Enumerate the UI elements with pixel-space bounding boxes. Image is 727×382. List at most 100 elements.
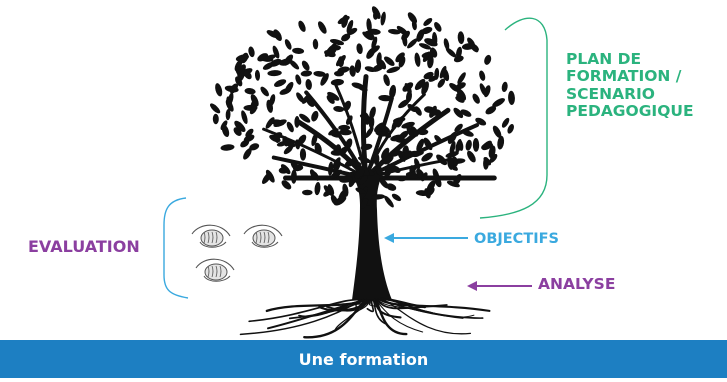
tree-leaf bbox=[299, 113, 311, 123]
tree-leaf bbox=[479, 70, 486, 81]
tree-leaf bbox=[236, 70, 245, 83]
tree-leaf bbox=[360, 143, 373, 151]
tree-leaf bbox=[391, 193, 402, 202]
tree-leaf bbox=[472, 138, 480, 152]
tree-leaf bbox=[432, 32, 438, 46]
tree-branch bbox=[363, 107, 451, 181]
tree-leaf bbox=[347, 27, 358, 36]
tree-leaf bbox=[279, 58, 292, 66]
tree-leaf bbox=[283, 139, 296, 148]
tree-leaf bbox=[369, 106, 376, 120]
plan-label-line: FORMATION / bbox=[566, 67, 682, 86]
tree-leaf bbox=[267, 70, 282, 77]
tree-leaf bbox=[329, 39, 345, 46]
tree-leaf bbox=[345, 115, 353, 125]
tree-leaf bbox=[330, 194, 338, 205]
tree-leaf bbox=[409, 150, 421, 158]
tree-leaf bbox=[314, 182, 321, 196]
tree-leaf bbox=[434, 22, 442, 32]
tree-leaf bbox=[365, 126, 374, 138]
tree-leaf bbox=[292, 47, 305, 54]
tree-leaf bbox=[301, 60, 310, 71]
tree-leaf bbox=[326, 95, 335, 104]
tree-trunk bbox=[350, 172, 392, 300]
tree-leaf bbox=[427, 55, 434, 69]
tree-leaf bbox=[222, 125, 230, 138]
tree-leaf bbox=[356, 43, 363, 55]
tree-leaf bbox=[454, 123, 463, 133]
tree-leaf bbox=[338, 146, 348, 156]
tree-leaf bbox=[426, 187, 435, 197]
tree-leaf bbox=[260, 86, 269, 97]
tree-leaf bbox=[433, 175, 442, 188]
tree-leaf bbox=[337, 56, 345, 68]
footer-title: Une formation bbox=[298, 349, 429, 369]
tree-leaf bbox=[245, 128, 254, 138]
tree-leaf bbox=[386, 66, 401, 74]
tree-leaf bbox=[421, 152, 433, 162]
tree-leaf bbox=[359, 175, 368, 185]
tree-leaf bbox=[483, 157, 489, 170]
tree-leaf bbox=[395, 52, 405, 63]
tree-leaf bbox=[390, 134, 404, 142]
tree-leaf bbox=[396, 115, 404, 128]
evaluation-bracket-icon bbox=[163, 197, 189, 299]
tree-leaf bbox=[384, 195, 394, 208]
tree-leaf bbox=[489, 153, 498, 163]
tree-leaf bbox=[342, 183, 349, 197]
tree-leaf bbox=[358, 156, 371, 164]
tree-leaf bbox=[383, 74, 390, 87]
tree-leaf bbox=[410, 126, 419, 137]
tree-leaf bbox=[397, 175, 410, 182]
tree-leaf bbox=[453, 107, 464, 119]
tree-leaf bbox=[472, 93, 480, 104]
tree-leaf bbox=[344, 158, 356, 168]
tree-leaf bbox=[317, 21, 327, 34]
tree-icon bbox=[209, 6, 515, 300]
tree-leaf bbox=[364, 31, 375, 40]
tree-leaf bbox=[225, 109, 231, 121]
tree-leaf bbox=[263, 54, 277, 61]
tree-leaf bbox=[484, 54, 492, 65]
plan-bracket-icon bbox=[479, 17, 548, 219]
tree-leaf bbox=[266, 30, 279, 39]
tree-leaf bbox=[447, 131, 457, 144]
tree-leaf bbox=[294, 116, 300, 128]
tree-leaf bbox=[349, 65, 356, 77]
tree-leaf bbox=[337, 15, 350, 25]
tree-leaf bbox=[280, 164, 291, 175]
tree-leaf bbox=[283, 145, 294, 155]
evaluation-label: EVALUATION bbox=[28, 237, 140, 256]
tree-leaf bbox=[339, 176, 353, 183]
tree-leaf bbox=[346, 19, 354, 34]
tree-leaf bbox=[371, 194, 386, 200]
tree-leaf bbox=[457, 31, 465, 45]
tree-leaf bbox=[311, 110, 319, 122]
tree-leaf bbox=[328, 128, 339, 136]
tree-leaf bbox=[284, 39, 292, 50]
tree-leaf bbox=[262, 62, 275, 70]
plan-label-line: PEDAGOGIQUE bbox=[566, 102, 694, 121]
tree-leaf bbox=[243, 148, 252, 160]
tree-leaf bbox=[423, 18, 433, 26]
tree-root bbox=[381, 299, 484, 319]
tree-leaf bbox=[359, 114, 372, 121]
tree-leaf bbox=[449, 141, 456, 155]
tree-leaf bbox=[465, 139, 472, 151]
tree-leaf bbox=[250, 94, 259, 107]
tree-leaf bbox=[461, 43, 475, 50]
roots-icon bbox=[239, 297, 491, 339]
tree-leaf bbox=[215, 83, 223, 97]
tree-leaf bbox=[380, 11, 386, 26]
tree-leaf bbox=[314, 142, 322, 155]
tree-leaf bbox=[456, 88, 467, 101]
tree-leaf bbox=[272, 132, 283, 141]
tree-leaf bbox=[439, 65, 447, 79]
tree-leaf bbox=[426, 180, 436, 193]
tree-leaf bbox=[300, 70, 313, 77]
tree-leaf bbox=[373, 153, 380, 165]
tree-leaf bbox=[449, 83, 460, 92]
tree-leaf bbox=[443, 38, 450, 50]
